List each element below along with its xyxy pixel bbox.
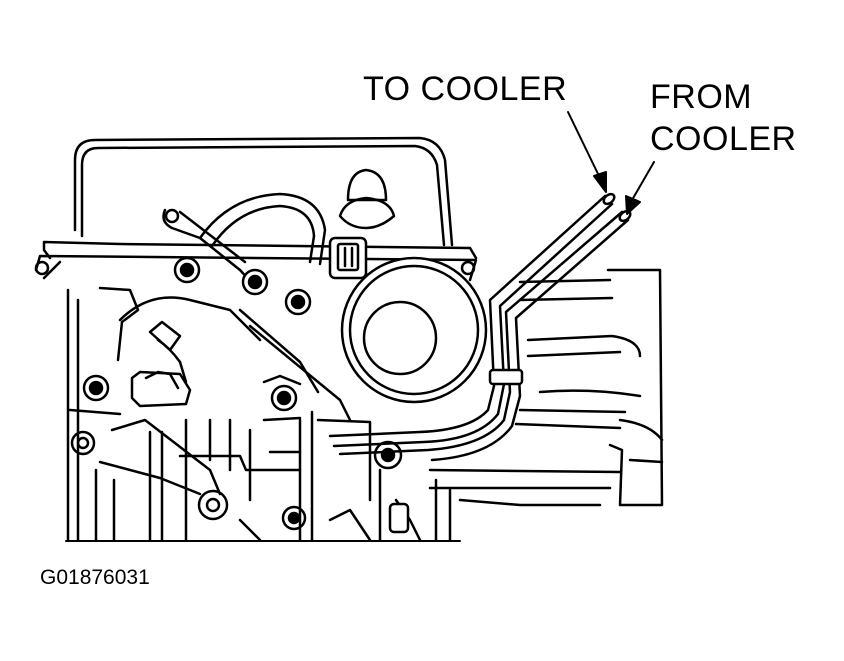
from-cooler-label: FROM COOLER [650,76,797,160]
cooler-housing [340,256,488,404]
transmission-case [428,268,664,507]
to-cooler-label: TO COOLER [363,70,568,108]
from-cooler-line2: COOLER [650,120,797,158]
from-cooler-line1: FROM [650,78,753,116]
figure-id: G01876031 [40,566,150,589]
lower-case [66,286,452,542]
bracket-arm [162,192,327,294]
housing-bolts [70,256,403,531]
cooler-lines [328,192,632,462]
electrical-connector [328,236,368,280]
upper-housing [34,136,478,282]
filler-cap [338,168,396,230]
leader-arrows [567,111,655,215]
